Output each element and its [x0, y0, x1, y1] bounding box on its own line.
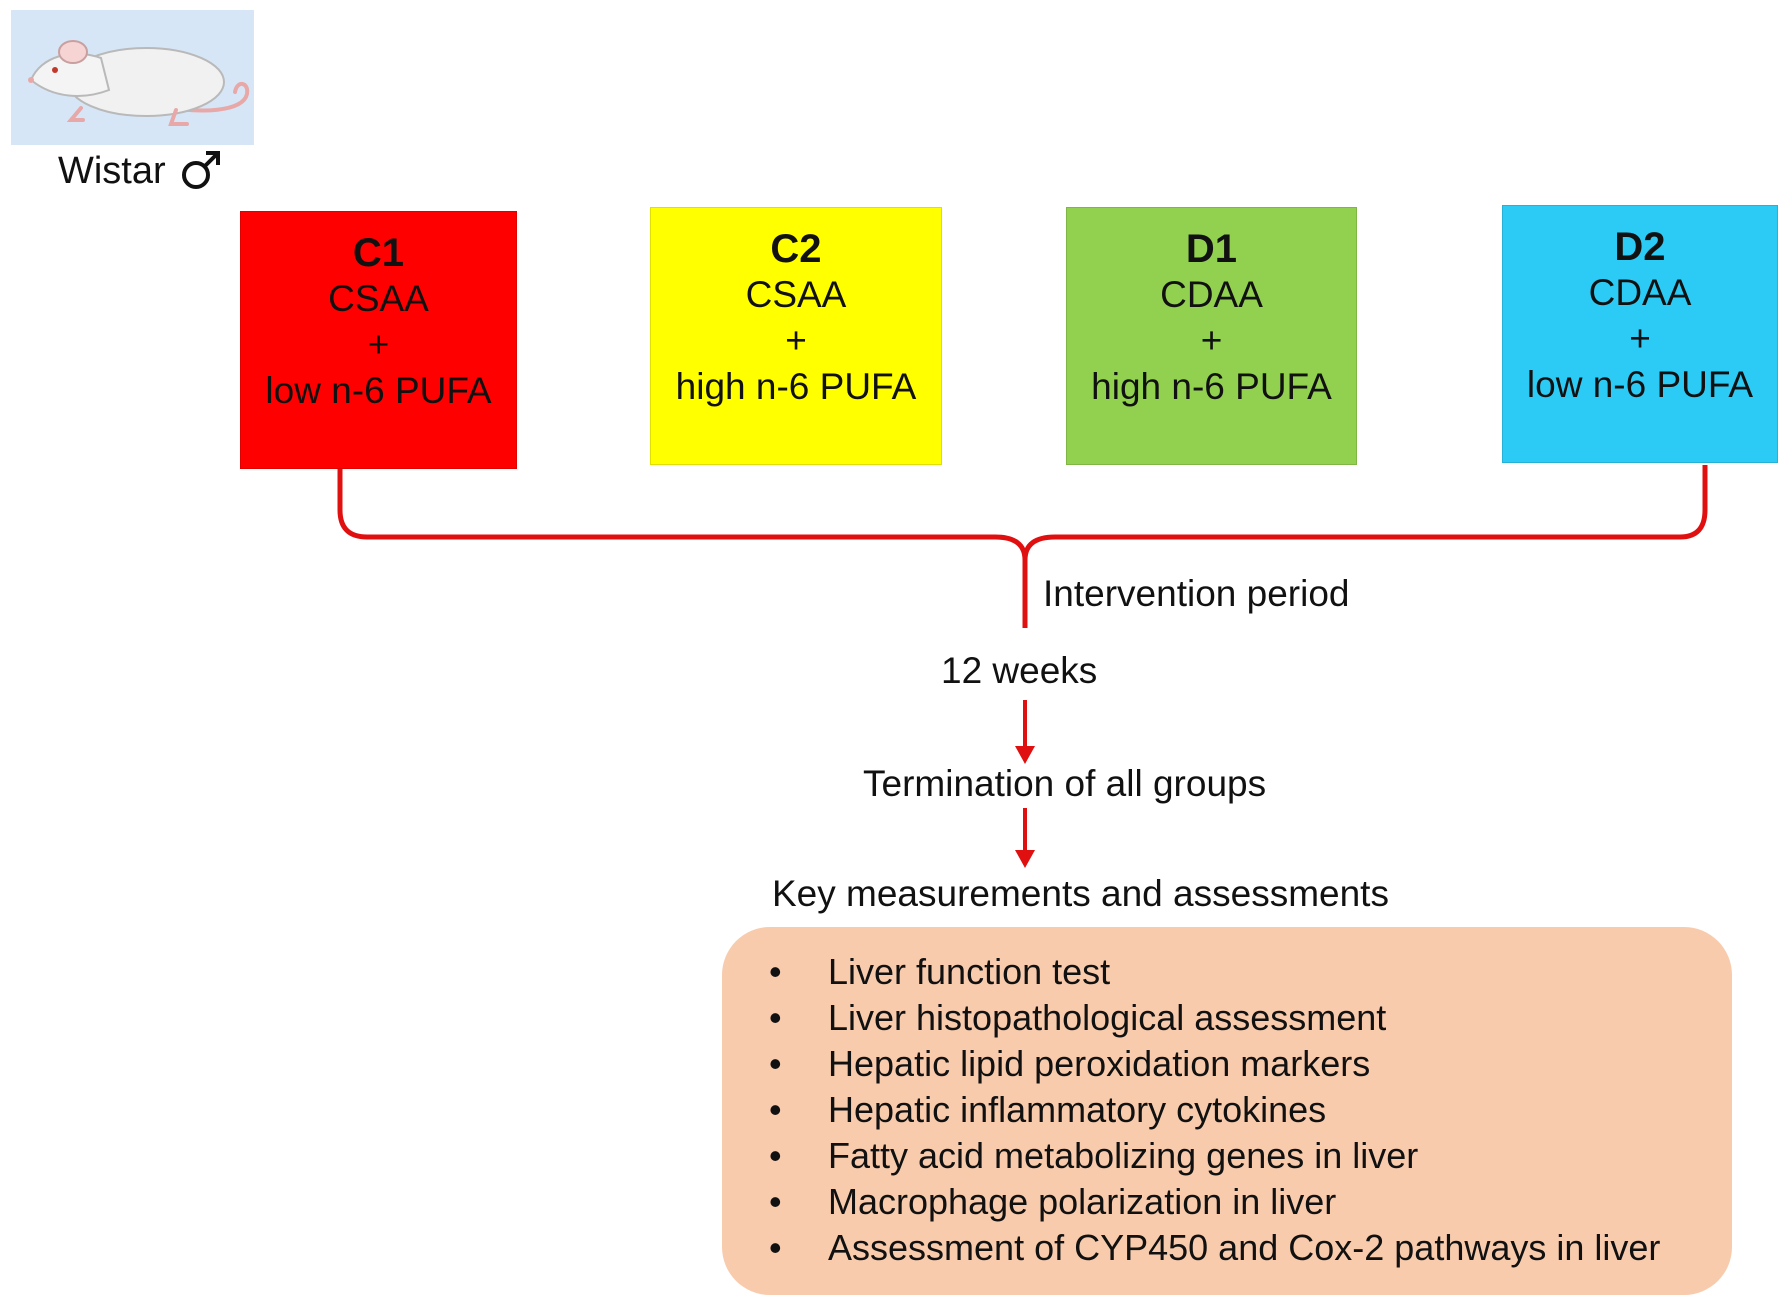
- intervention-period-label: Intervention period: [1043, 573, 1350, 614]
- group-base-diet: CDAA: [1588, 272, 1692, 313]
- measurement-text: Fatty acid metabolizing genes in liver: [828, 1135, 1419, 1176]
- species-label: Wistar: [58, 150, 166, 192]
- group-plus: +: [367, 324, 390, 365]
- termination-label: Termination of all groups: [863, 763, 1267, 804]
- group-box-d1: D1 CDAA + high n-6 PUFA: [1066, 207, 1357, 465]
- group-plus: +: [785, 320, 807, 361]
- bullet-icon: •: [769, 1043, 782, 1084]
- rat-illustration: [28, 40, 250, 126]
- measurement-item: • Macrophage polarization in liver: [722, 1179, 1732, 1225]
- group-base-diet: CSAA: [745, 274, 847, 315]
- group-pufa: high n-6 PUFA: [1091, 366, 1332, 407]
- group-id: C2: [770, 227, 822, 271]
- measurement-text: Hepatic inflammatory cytokines: [828, 1089, 1327, 1130]
- group-plus: +: [1629, 318, 1651, 359]
- rat-icon: [11, 10, 254, 145]
- measurement-text: Liver histopathological assessment: [828, 997, 1387, 1038]
- group-id: C1: [352, 231, 405, 275]
- arrow-head-2: [1015, 850, 1035, 868]
- measurement-item: • Assessment of CYP450 and Cox-2 pathways…: [722, 1225, 1732, 1271]
- group-id: D2: [1614, 225, 1666, 269]
- measurement-item: • Liver histopathological assessment: [722, 995, 1732, 1041]
- group-pufa: low n-6 PUFA: [265, 370, 492, 411]
- measurement-text: Liver function test: [828, 951, 1111, 992]
- group-pufa: low n-6 PUFA: [1526, 364, 1754, 405]
- measurement-item: • Liver function test: [722, 949, 1732, 995]
- group-bracket: [337, 465, 1708, 628]
- arrow-head-1: [1015, 746, 1035, 764]
- bullet-icon: •: [769, 1227, 782, 1268]
- measurements-list: • Liver function test • Liver histopatholo…: [722, 949, 1732, 1271]
- male-symbol-icon: [178, 148, 224, 192]
- measurements-heading: Key measurements and assessments: [772, 873, 1389, 914]
- bullet-icon: •: [769, 951, 782, 992]
- measurement-item: • Hepatic inflammatory cytokines: [722, 1087, 1732, 1133]
- group-base-diet: CSAA: [328, 278, 429, 319]
- measurement-text: Assessment of CYP450 and Cox-2 pathways …: [828, 1227, 1661, 1268]
- group-box-c1: C1 CSAA + low n-6 PUFA: [240, 211, 517, 469]
- bullet-icon: •: [769, 1181, 782, 1222]
- bullet-icon: •: [769, 1135, 782, 1176]
- measurement-item: • Hepatic lipid peroxidation markers: [722, 1041, 1732, 1087]
- group-base-diet: CDAA: [1160, 274, 1263, 315]
- group-pufa: high n-6 PUFA: [675, 366, 917, 407]
- duration-label: 12 weeks: [941, 650, 1098, 691]
- group-box-d2: D2 CDAA + low n-6 PUFA: [1502, 205, 1778, 463]
- measurement-text: Macrophage polarization in liver: [828, 1181, 1337, 1222]
- group-plus: +: [1200, 320, 1223, 361]
- measurement-item: • Fatty acid metabolizing genes in liver: [722, 1133, 1732, 1179]
- measurement-text: Hepatic lipid peroxidation markers: [828, 1043, 1371, 1084]
- measurements-box: • Liver function test • Liver histopatholo…: [722, 927, 1732, 1295]
- group-id: D1: [1185, 227, 1238, 271]
- bullet-icon: •: [769, 1089, 782, 1130]
- bullet-icon: •: [769, 997, 782, 1038]
- group-box-c2: C2 CSAA + high n-6 PUFA: [650, 207, 942, 465]
